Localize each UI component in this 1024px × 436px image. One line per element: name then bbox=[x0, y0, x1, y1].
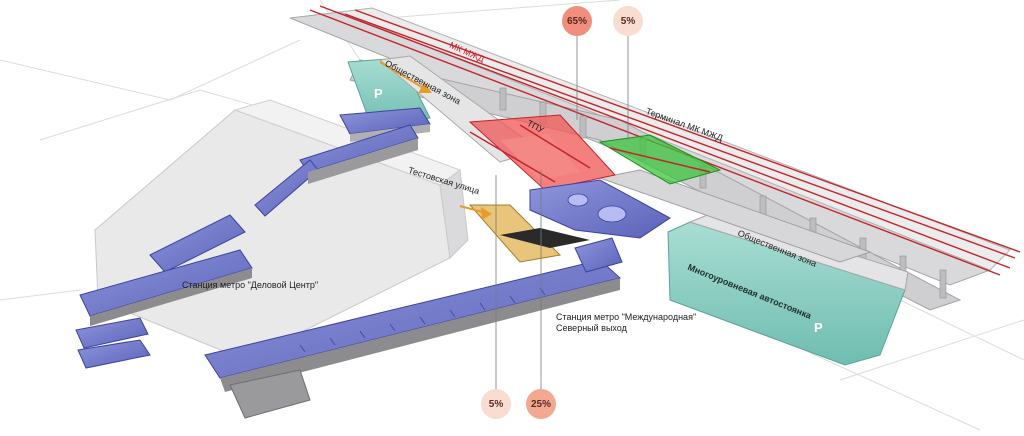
share-callout-5-top: 5% bbox=[613, 6, 643, 36]
mezhdunarodnaya-hall bbox=[529, 179, 671, 239]
metro-mezhdunarodnaya-label: Станция метро "Международная" bbox=[556, 312, 697, 322]
callout-leaders bbox=[495, 36, 629, 390]
share-callout-5-bottom: 5% bbox=[481, 389, 511, 419]
share-callout-25: 25% bbox=[526, 389, 556, 419]
tpu-red-zone bbox=[468, 114, 616, 191]
share-value: 65% bbox=[566, 15, 587, 27]
yellow-footbridge bbox=[468, 204, 590, 263]
lower-public-zone-deck bbox=[598, 169, 872, 263]
overpass-walkway bbox=[254, 124, 419, 217]
share-value: 5% bbox=[620, 15, 636, 27]
parking-sign-bottom: P bbox=[814, 320, 823, 335]
share-value: 5% bbox=[488, 398, 504, 410]
flow-arrows bbox=[379, 61, 492, 220]
delovoy-tsentr-tunnels bbox=[75, 214, 253, 369]
metro-delovoy-label: Станция метро "Деловой Центр" bbox=[182, 280, 319, 290]
lower-parking-garage bbox=[667, 211, 909, 366]
share-value: 25% bbox=[530, 398, 551, 410]
mezhdunarodnaya-long-tunnel bbox=[204, 237, 623, 419]
metro-exit-label: Северный выход bbox=[556, 323, 627, 333]
share-callout-65: 65% bbox=[562, 6, 592, 36]
terminal-green-zone bbox=[598, 134, 722, 185]
parking-sign-top: P bbox=[374, 86, 383, 101]
